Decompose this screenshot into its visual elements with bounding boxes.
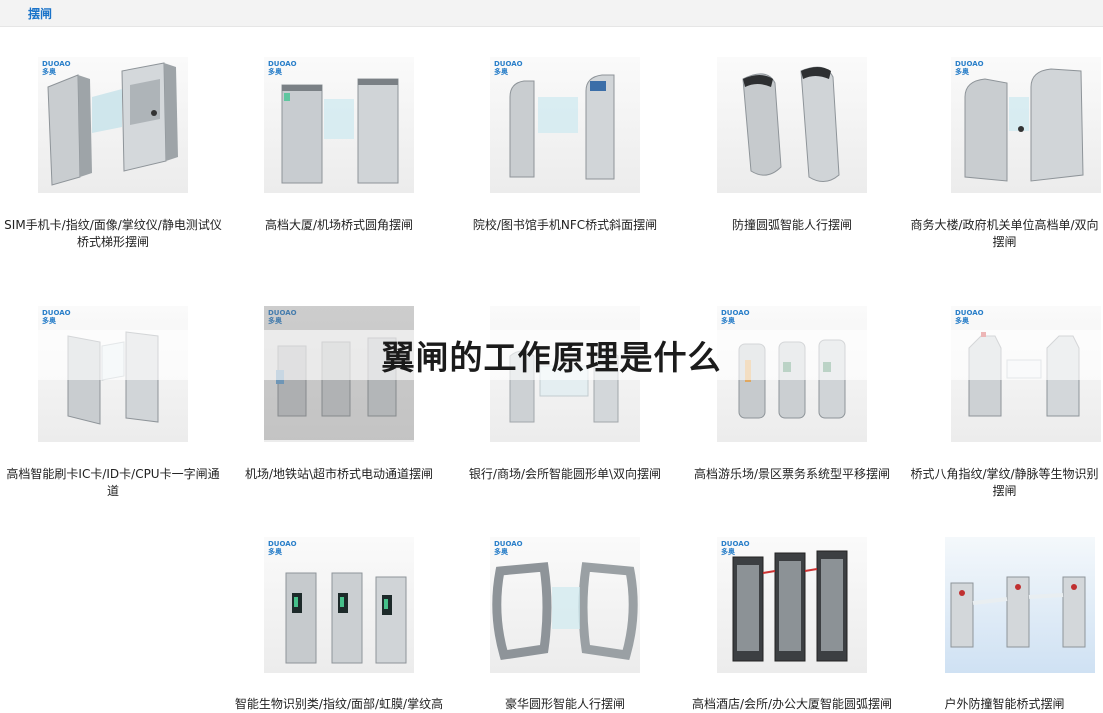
product-caption[interactable]: 高档大厦/机场桥式圆角摆闸 bbox=[264, 218, 414, 232]
product-caption[interactable]: SIM手机卡/指纹/面像/掌纹仪/静电测试仪桥式梯形摆闸 bbox=[4, 218, 222, 249]
product-caption[interactable]: 机场/地铁站\超市桥式电动通道摆闸 bbox=[244, 467, 434, 481]
product-card[interactable]: 户外防撞智能桥式摆闸 bbox=[906, 537, 1103, 713]
product-caption[interactable]: 商务大楼/政府机关单位高档单/双向摆闸 bbox=[910, 218, 1099, 249]
product-caption[interactable]: 户外防撞智能桥式摆闸 bbox=[944, 697, 1065, 711]
product-image[interactable] bbox=[717, 57, 867, 193]
breadcrumb-link[interactable]: 摆闸 bbox=[28, 7, 53, 21]
article-title: 翼闸的工作原理是什么 bbox=[381, 338, 722, 377]
product-caption[interactable]: 豪华圆形智能人行摆闸 bbox=[504, 697, 625, 711]
product-image[interactable] bbox=[945, 537, 1095, 673]
article-title-banner: 翼闸的工作原理是什么 bbox=[0, 330, 1103, 380]
product-caption[interactable]: 银行/商场/会所智能圆形单\双向摆闸 bbox=[468, 467, 662, 481]
product-caption[interactable]: 防撞圆弧智能人行摆闸 bbox=[731, 218, 852, 232]
product-card[interactable]: 防撞圆弧智能人行摆闸 bbox=[679, 57, 905, 234]
product-caption[interactable]: 桥式八角指纹/掌纹/静脉等生物识别摆闸 bbox=[910, 467, 1099, 498]
product-caption[interactable]: 高档酒店/会所/办公大厦智能圆弧摆闸 bbox=[691, 697, 893, 711]
product-caption[interactable]: 高档游乐场/景区票务系统型平移摆闸 bbox=[693, 467, 891, 481]
product-caption[interactable]: 智能生物识别类/指纹/面部/虹膜/掌纹高 bbox=[234, 697, 444, 711]
product-caption[interactable]: 高档智能刷卡IC卡/ID卡/CPU卡一字闸通道 bbox=[6, 467, 220, 498]
product-caption[interactable]: 院校/图书馆手机NFC桥式斜面摆闸 bbox=[472, 218, 658, 232]
top-breadcrumb-bar: 摆闸 bbox=[0, 0, 1103, 27]
